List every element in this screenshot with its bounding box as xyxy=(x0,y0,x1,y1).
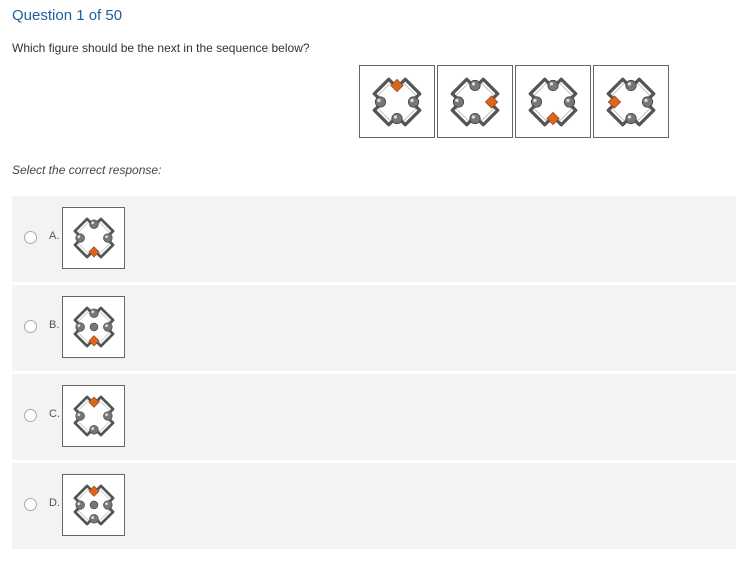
dot-highlight xyxy=(549,81,554,86)
option-d-letter: D. xyxy=(49,497,60,509)
sequence-figure-4 xyxy=(593,65,669,138)
grey-dot-left xyxy=(74,233,85,243)
orange-diamond-left xyxy=(607,94,622,109)
dot-highlight xyxy=(76,324,80,328)
dot-highlight xyxy=(76,235,80,239)
grey-dot-bottom xyxy=(88,514,99,524)
grey-dot-left xyxy=(374,95,387,108)
grey-dot-right xyxy=(102,411,113,421)
grey-dot-right xyxy=(563,95,576,108)
grey-dot-left xyxy=(74,322,85,332)
dot-highlight xyxy=(90,310,94,314)
dot-highlight xyxy=(377,98,381,102)
option-c[interactable]: C. xyxy=(12,374,736,460)
dot-highlight xyxy=(76,413,80,417)
cross-figure xyxy=(73,484,114,526)
grey-dot-right xyxy=(102,322,113,332)
grey-dot-left xyxy=(452,95,465,108)
dot-highlight xyxy=(393,114,398,119)
orange-diamond-top xyxy=(87,396,100,408)
dot-highlight xyxy=(90,221,94,225)
sequence-figure-3 xyxy=(515,65,591,138)
dot-highlight xyxy=(104,324,108,328)
cross-figure xyxy=(73,217,114,259)
option-a-radio[interactable] xyxy=(24,231,37,244)
grey-dot-left xyxy=(74,500,85,510)
grey-dot-bottom xyxy=(625,112,637,124)
option-b-radio[interactable] xyxy=(24,320,37,333)
sequence-figure-2 xyxy=(437,65,513,138)
dot-highlight xyxy=(566,98,570,102)
dot-highlight xyxy=(104,502,108,506)
dot-highlight xyxy=(471,114,476,119)
cross-shape xyxy=(73,395,114,437)
sequence-figure-1 xyxy=(359,65,435,138)
option-b[interactable]: B. xyxy=(12,285,736,371)
dot-highlight xyxy=(627,114,632,119)
option-b-figure[interactable] xyxy=(62,296,125,358)
dot-highlight xyxy=(410,98,414,102)
orange-diamond-bottom xyxy=(87,246,100,258)
dot-highlight xyxy=(644,98,648,102)
sequence-figures xyxy=(359,65,669,138)
orange-diamond-bottom xyxy=(87,335,100,347)
dot-highlight xyxy=(455,98,459,102)
grey-dot-top xyxy=(88,219,99,229)
option-a-figure[interactable] xyxy=(62,207,125,269)
grey-dot-top xyxy=(469,79,481,91)
grey-dot-right xyxy=(641,95,654,108)
option-c-radio[interactable] xyxy=(24,409,37,422)
dot-highlight xyxy=(627,81,632,86)
option-d-figure[interactable] xyxy=(62,474,125,536)
select-response-label: Select the correct response: xyxy=(12,163,162,177)
question-text: Which figure should be the next in the s… xyxy=(12,41,310,55)
grey-dot-left xyxy=(74,411,85,421)
grey-dot-top xyxy=(625,79,637,91)
grey-dot-center xyxy=(89,322,98,332)
option-a-letter: A. xyxy=(49,230,60,242)
grey-dot-top xyxy=(547,79,559,91)
cross-figure xyxy=(528,77,578,126)
orange-diamond-right xyxy=(484,94,499,109)
grey-dot-bottom xyxy=(391,112,403,124)
grey-dot-center xyxy=(89,500,98,510)
dot-highlight xyxy=(76,502,80,506)
cross-figure xyxy=(450,77,500,126)
dot-highlight xyxy=(104,235,108,239)
question-title: Question 1 of 50 xyxy=(12,7,123,24)
option-a[interactable]: A. xyxy=(12,196,736,282)
grey-dot-bottom xyxy=(469,112,481,124)
option-c-letter: C. xyxy=(49,408,60,420)
dot-highlight xyxy=(90,516,94,519)
grey-dot-right xyxy=(102,500,113,510)
grey-dot-right xyxy=(407,95,420,108)
option-d-radio[interactable] xyxy=(24,498,37,511)
option-c-figure[interactable] xyxy=(62,385,125,447)
grey-dot-left xyxy=(530,95,543,108)
dot-highlight xyxy=(471,81,476,86)
cross-figure xyxy=(73,306,114,348)
option-d[interactable]: D. xyxy=(12,463,736,549)
dot-highlight xyxy=(104,413,108,417)
orange-diamond-bottom xyxy=(546,111,560,125)
grey-dot-top xyxy=(88,308,99,318)
dot-highlight xyxy=(90,427,94,430)
orange-diamond-top xyxy=(87,485,100,497)
cross-figure xyxy=(606,77,656,126)
grey-dot-bottom xyxy=(88,425,99,435)
grey-dot-right xyxy=(102,233,113,243)
dot-highlight xyxy=(533,98,537,102)
option-b-letter: B. xyxy=(49,319,60,331)
cross-figure xyxy=(372,77,422,126)
cross-figure xyxy=(73,395,114,437)
orange-diamond-top xyxy=(390,78,404,92)
